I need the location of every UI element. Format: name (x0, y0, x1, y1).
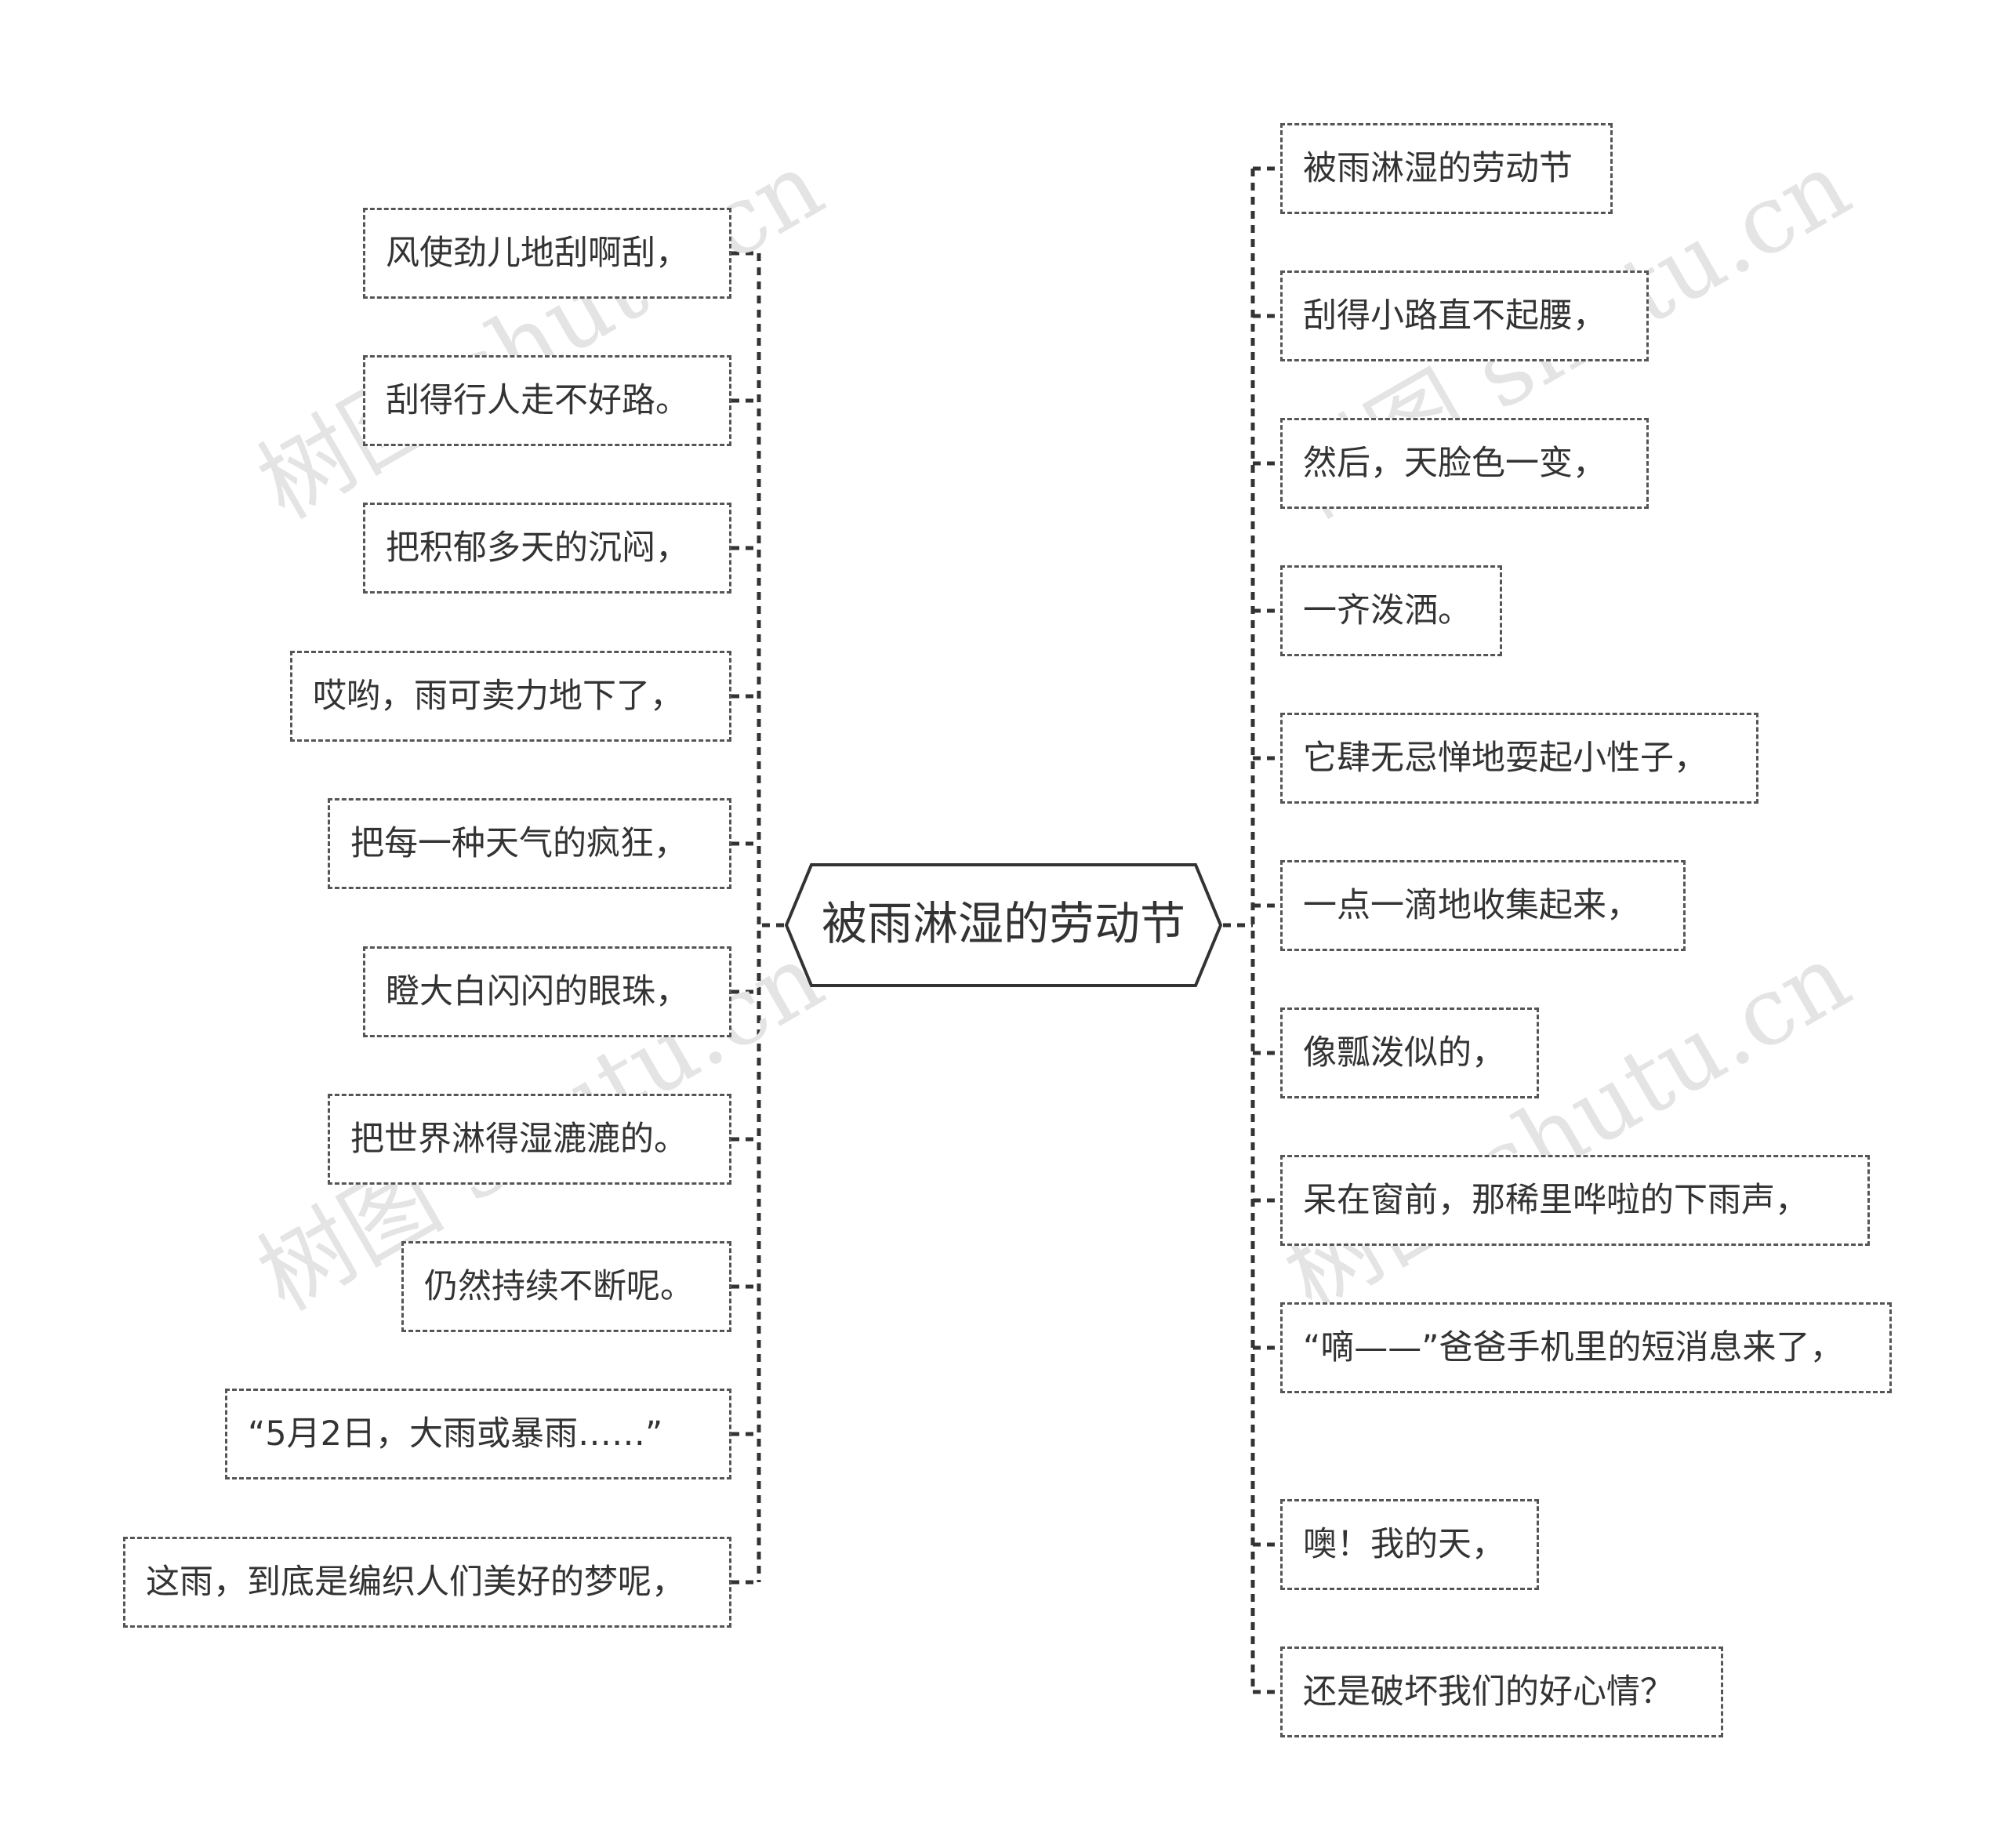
left-node[interactable]: 把世界淋得湿漉漉的。 (328, 1094, 731, 1185)
right-node[interactable]: 一点一滴地收集起来， (1280, 860, 1686, 951)
left-node[interactable]: “5月2日，大雨或暴雨……” (225, 1389, 731, 1479)
left-node[interactable]: 风使劲儿地刮啊刮， (363, 208, 731, 299)
right-node[interactable]: 一齐泼洒。 (1280, 565, 1502, 656)
left-node[interactable]: 把每一种天气的疯狂， (328, 798, 731, 889)
right-node[interactable]: 然后，天脸色一变， (1280, 418, 1649, 509)
left-node[interactable]: 这雨，到底是编织人们美好的梦呢， (123, 1537, 731, 1628)
right-node[interactable]: 被雨淋湿的劳动节 (1280, 123, 1613, 214)
root-node[interactable]: 被雨淋湿的劳动节 (784, 862, 1223, 988)
right-node[interactable]: 刮得小路直不起腰， (1280, 270, 1649, 361)
left-node[interactable]: 仍然持续不断呢。 (401, 1241, 731, 1332)
right-node[interactable]: 还是破坏我们的好心情？ (1280, 1646, 1723, 1737)
right-node[interactable]: “嘀——”爸爸手机里的短消息来了， (1280, 1302, 1892, 1393)
left-node[interactable]: 哎哟，雨可卖力地下了， (290, 651, 731, 742)
right-node[interactable]: 它肆无忌惮地耍起小性子， (1280, 713, 1758, 804)
right-node[interactable]: 噢！我的天， (1280, 1499, 1539, 1590)
left-node[interactable]: 刮得行人走不好路。 (363, 355, 731, 446)
left-node[interactable]: 瞪大白闪闪的眼珠， (363, 946, 731, 1037)
right-node[interactable]: 呆在窗前，那稀里哗啦的下雨声， (1280, 1155, 1870, 1246)
left-node[interactable]: 把积郁多天的沉闷， (363, 503, 731, 594)
right-node[interactable]: 像瓢泼似的， (1280, 1008, 1539, 1098)
root-node-label: 被雨淋湿的劳动节 (822, 897, 1185, 950)
